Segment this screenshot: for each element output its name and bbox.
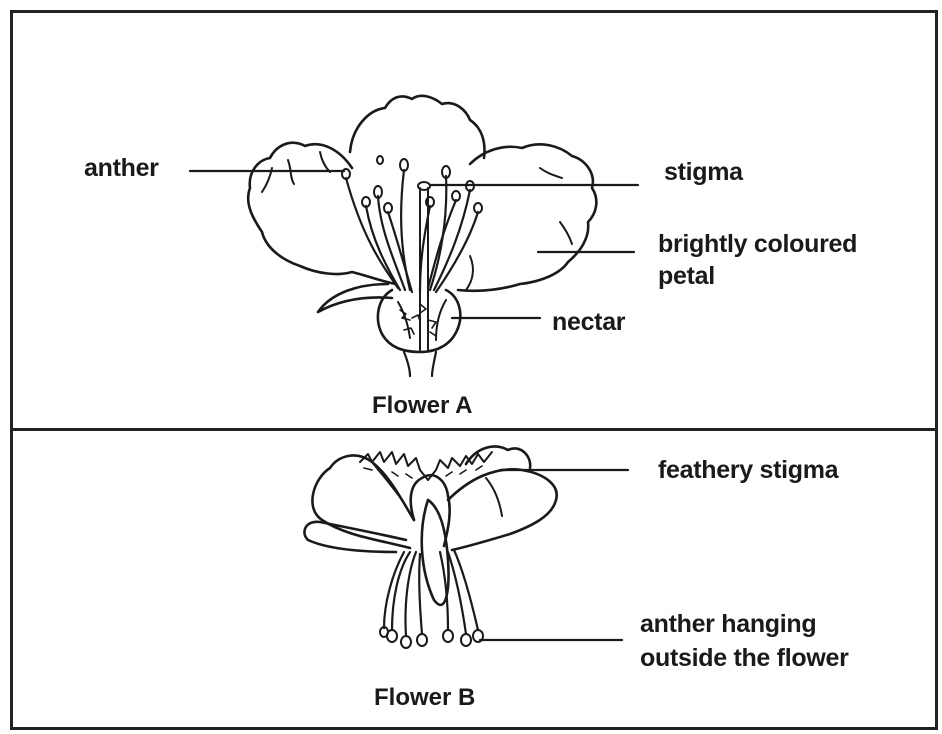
label-stigma-a: stigma: [664, 156, 743, 188]
label-anther-b-line1: anther hanging: [640, 608, 816, 640]
label-anther-a: anther: [84, 152, 159, 184]
caption-flower-a: Flower A: [372, 392, 472, 420]
caption-flower-b: Flower B: [374, 684, 475, 712]
flower-b-petal-right: [448, 469, 557, 550]
flower-a-petal-left: [248, 143, 396, 284]
flower-b-petal-left: [312, 455, 414, 548]
label-petal-line1: brightly coloured: [658, 228, 857, 260]
flower-a-petal-top: [350, 96, 484, 158]
label-feathery-stigma: feathery stigma: [658, 454, 838, 486]
flower-b-drawing: [304, 446, 628, 648]
flower-a-petal-right: [458, 144, 596, 290]
label-nectar-a: nectar: [552, 306, 625, 338]
label-petal-line2: petal: [658, 260, 715, 292]
flower-b-feathery-stigma: [360, 452, 428, 480]
flower-a-sepal: [318, 284, 392, 312]
label-anther-b-line2: outside the flower: [640, 642, 849, 674]
